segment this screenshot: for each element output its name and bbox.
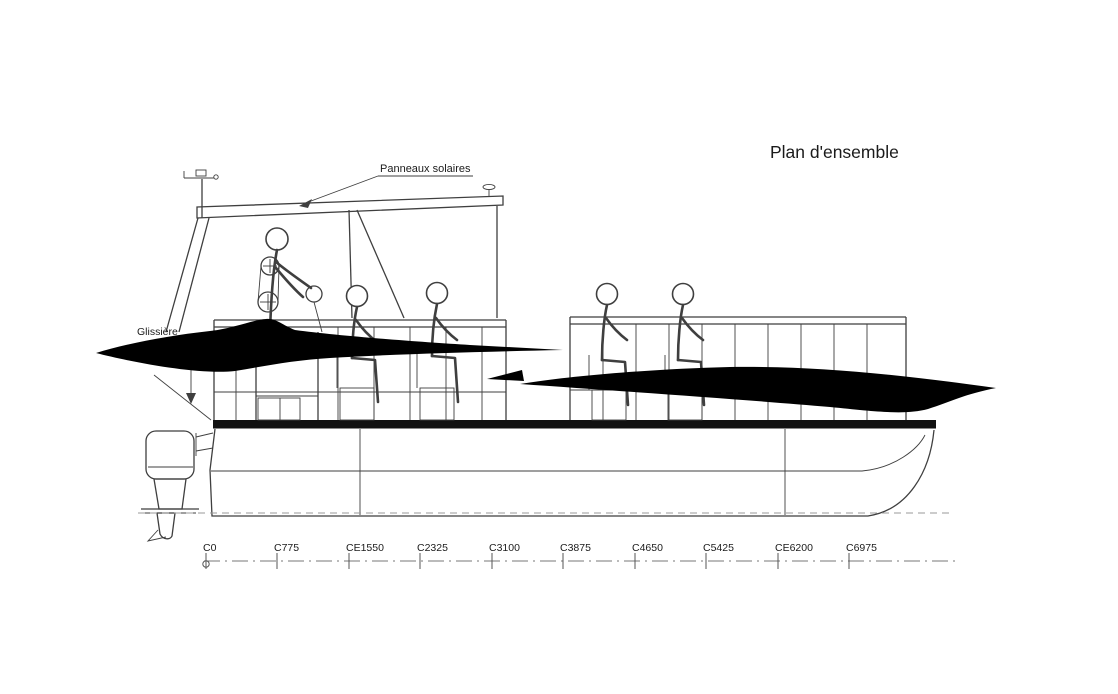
redaction-shape-right xyxy=(520,366,996,413)
winch-pulleys xyxy=(257,256,280,313)
roof-light-icon xyxy=(482,183,496,191)
canopy-roof xyxy=(196,183,504,219)
seat-pedestals xyxy=(336,350,703,421)
station-axis xyxy=(202,553,850,569)
solar-panels-label: Panneaux solaires xyxy=(380,163,471,175)
passenger-figure-2 xyxy=(425,281,460,404)
station-label: C2325 xyxy=(417,542,448,554)
glissiere-label: Glissière xyxy=(137,326,178,338)
deck-band xyxy=(213,420,936,429)
station-label: CE1550 xyxy=(346,542,384,554)
outboard-motor xyxy=(141,430,214,542)
motor-lower-unit xyxy=(156,512,176,540)
solar-panels-arrowhead-icon xyxy=(299,199,312,208)
mast-and-wind-sensor xyxy=(183,169,219,218)
solar-panels-leader-line xyxy=(302,175,379,205)
glissiere-arrowhead-icon xyxy=(186,393,196,404)
station-label: C3100 xyxy=(489,542,520,554)
anemometer-icon xyxy=(195,169,207,177)
station-label: C3875 xyxy=(560,542,591,554)
hull-chine-line xyxy=(211,434,926,472)
canopy-supports xyxy=(153,206,498,421)
station-labels: C0 C775 CE1550 C2325 C3100 C3875 C4650 C… xyxy=(203,542,877,554)
station-label: C5425 xyxy=(703,542,734,554)
helmsman-head xyxy=(265,227,289,251)
hull xyxy=(209,420,936,517)
station-origin-marker xyxy=(202,560,210,568)
station-label: C6975 xyxy=(846,542,877,554)
station-label: C0 xyxy=(203,542,217,554)
solar-panels-annotation: Panneaux solaires xyxy=(299,163,473,208)
station-label: C775 xyxy=(274,542,299,554)
station-label: CE6200 xyxy=(775,542,813,554)
motor-skeg xyxy=(146,529,167,542)
redaction-shapes xyxy=(96,318,996,413)
redaction-shape-wedge xyxy=(487,370,524,381)
station-label: C4650 xyxy=(632,542,663,554)
passenger-figure-4 xyxy=(671,282,706,407)
helmsman-figure xyxy=(265,227,313,334)
motor-midsection xyxy=(153,478,187,510)
motor-cowl xyxy=(145,430,195,480)
drawing-title: Plan d'ensemble xyxy=(770,142,899,162)
redaction-shape-left xyxy=(96,318,563,372)
steering-wheel-icon xyxy=(305,285,323,303)
